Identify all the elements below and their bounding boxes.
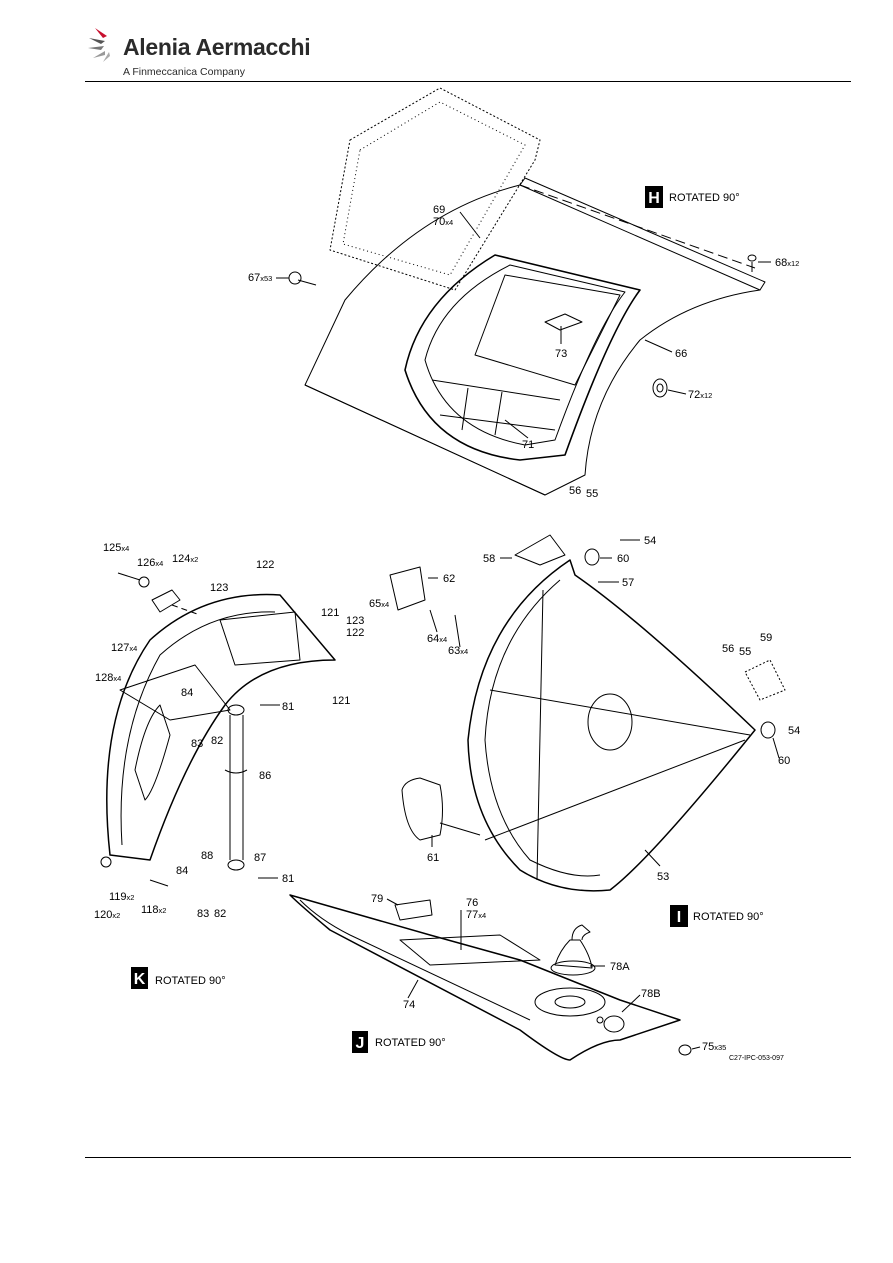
- callout-87: 87: [254, 852, 266, 864]
- callout-84-lower: 84: [176, 865, 188, 877]
- view-k-assembly: [100, 572, 336, 887]
- company-tagline: A Finmeccanica Company: [123, 66, 245, 78]
- callout-123-lower: 123: [346, 615, 364, 627]
- callout-56-upper: 56: [569, 485, 581, 497]
- callout-68: 68x12: [775, 257, 799, 269]
- callout-120: 120x2: [94, 909, 120, 921]
- callout-60-lower: 60: [778, 755, 790, 767]
- view-title-k: ROTATED 90°: [155, 975, 226, 987]
- callout-83-lower: 83: [197, 908, 209, 920]
- callout-82-upper: 82: [211, 735, 223, 747]
- callout-122-upper: 122: [256, 559, 274, 571]
- view-letter-i: I: [677, 909, 681, 926]
- callout-127: 127x4: [111, 642, 137, 654]
- callout-63: 63x4: [448, 645, 468, 657]
- callout-118: 118x2: [141, 904, 166, 916]
- callout-126: 126x4: [137, 557, 163, 569]
- view-h-assembly: [276, 87, 771, 496]
- callout-57: 57: [622, 577, 634, 589]
- callout-75: 75x35: [702, 1041, 726, 1053]
- callout-55-lower: 55: [739, 646, 751, 658]
- view-label-h: H ROTATED 90°: [645, 186, 740, 208]
- callout-76: 76: [466, 897, 478, 909]
- figure-reference: C27-IPC-053-097: [729, 1055, 784, 1062]
- view-label-j: J ROTATED 90°: [352, 1031, 446, 1053]
- callout-64: 64x4: [427, 633, 447, 645]
- callout-78b: 78B: [641, 988, 661, 1000]
- callout-72: 72x12: [688, 389, 712, 401]
- callout-54-lower: 54: [788, 725, 800, 737]
- alenia-aermacchi-logo-icon: [88, 28, 110, 62]
- callout-73: 73: [555, 348, 567, 360]
- callout-124: 124x2: [172, 553, 198, 565]
- callout-82-lower: 82: [214, 908, 226, 920]
- view-letter-k: K: [134, 971, 146, 988]
- callout-62: 62: [443, 573, 455, 585]
- view-letter-h: H: [648, 190, 660, 207]
- callout-54-upper: 54: [644, 535, 656, 547]
- callout-60-upper: 60: [617, 553, 629, 565]
- callout-79: 79: [371, 893, 383, 905]
- callout-83-upper: 83: [191, 738, 203, 750]
- callout-128: 128x4: [95, 672, 121, 684]
- callout-labels: 67x53 68x12 69 70x4 73 66 72x12 71 56 55…: [94, 204, 800, 1062]
- callout-55-upper: 55: [586, 488, 598, 500]
- callout-65: 65x4: [369, 598, 389, 610]
- callout-121-upper: 121: [321, 607, 339, 619]
- callout-86: 86: [259, 770, 271, 782]
- callout-77: 77x4: [466, 909, 486, 921]
- callout-56-lower: 56: [722, 643, 734, 655]
- company-name: Alenia Aermacchi: [123, 34, 311, 60]
- header-rule: [85, 81, 851, 82]
- callout-123-upper: 123: [210, 582, 228, 594]
- callout-88: 88: [201, 850, 213, 862]
- footer-rule: [85, 1157, 851, 1158]
- callout-70: 70x4: [433, 216, 453, 228]
- callout-53: 53: [657, 871, 669, 883]
- callout-59: 59: [760, 632, 772, 644]
- view-title-h: ROTATED 90°: [669, 192, 740, 204]
- callout-67: 67x53: [248, 272, 272, 284]
- callout-84-upper: 84: [181, 687, 193, 699]
- callout-69: 69: [433, 204, 445, 216]
- callout-81-lower: 81: [282, 873, 294, 885]
- view-i-assembly: [389, 534, 786, 892]
- callout-81-upper: 81: [282, 701, 294, 713]
- view-title-i: ROTATED 90°: [693, 911, 764, 923]
- callout-125: 125x4: [103, 542, 129, 554]
- view-letter-j: J: [356, 1035, 365, 1052]
- callout-71: 71: [522, 439, 534, 451]
- view-j-assembly: [289, 894, 701, 1061]
- view-label-i: I ROTATED 90°: [670, 905, 764, 927]
- callout-121-lower: 121: [332, 695, 350, 707]
- view-title-j: ROTATED 90°: [375, 1037, 446, 1049]
- view-label-k: K ROTATED 90°: [131, 967, 226, 989]
- callout-122-lower: 122: [346, 627, 364, 639]
- callout-66: 66: [675, 348, 687, 360]
- callout-61: 61: [427, 852, 439, 864]
- callout-58: 58: [483, 553, 495, 565]
- callout-78a: 78A: [610, 961, 630, 973]
- page-header: Alenia Aermacchi A Finmeccanica Company: [85, 20, 851, 82]
- callout-119: 119x2: [109, 891, 134, 903]
- callout-74: 74: [403, 999, 415, 1011]
